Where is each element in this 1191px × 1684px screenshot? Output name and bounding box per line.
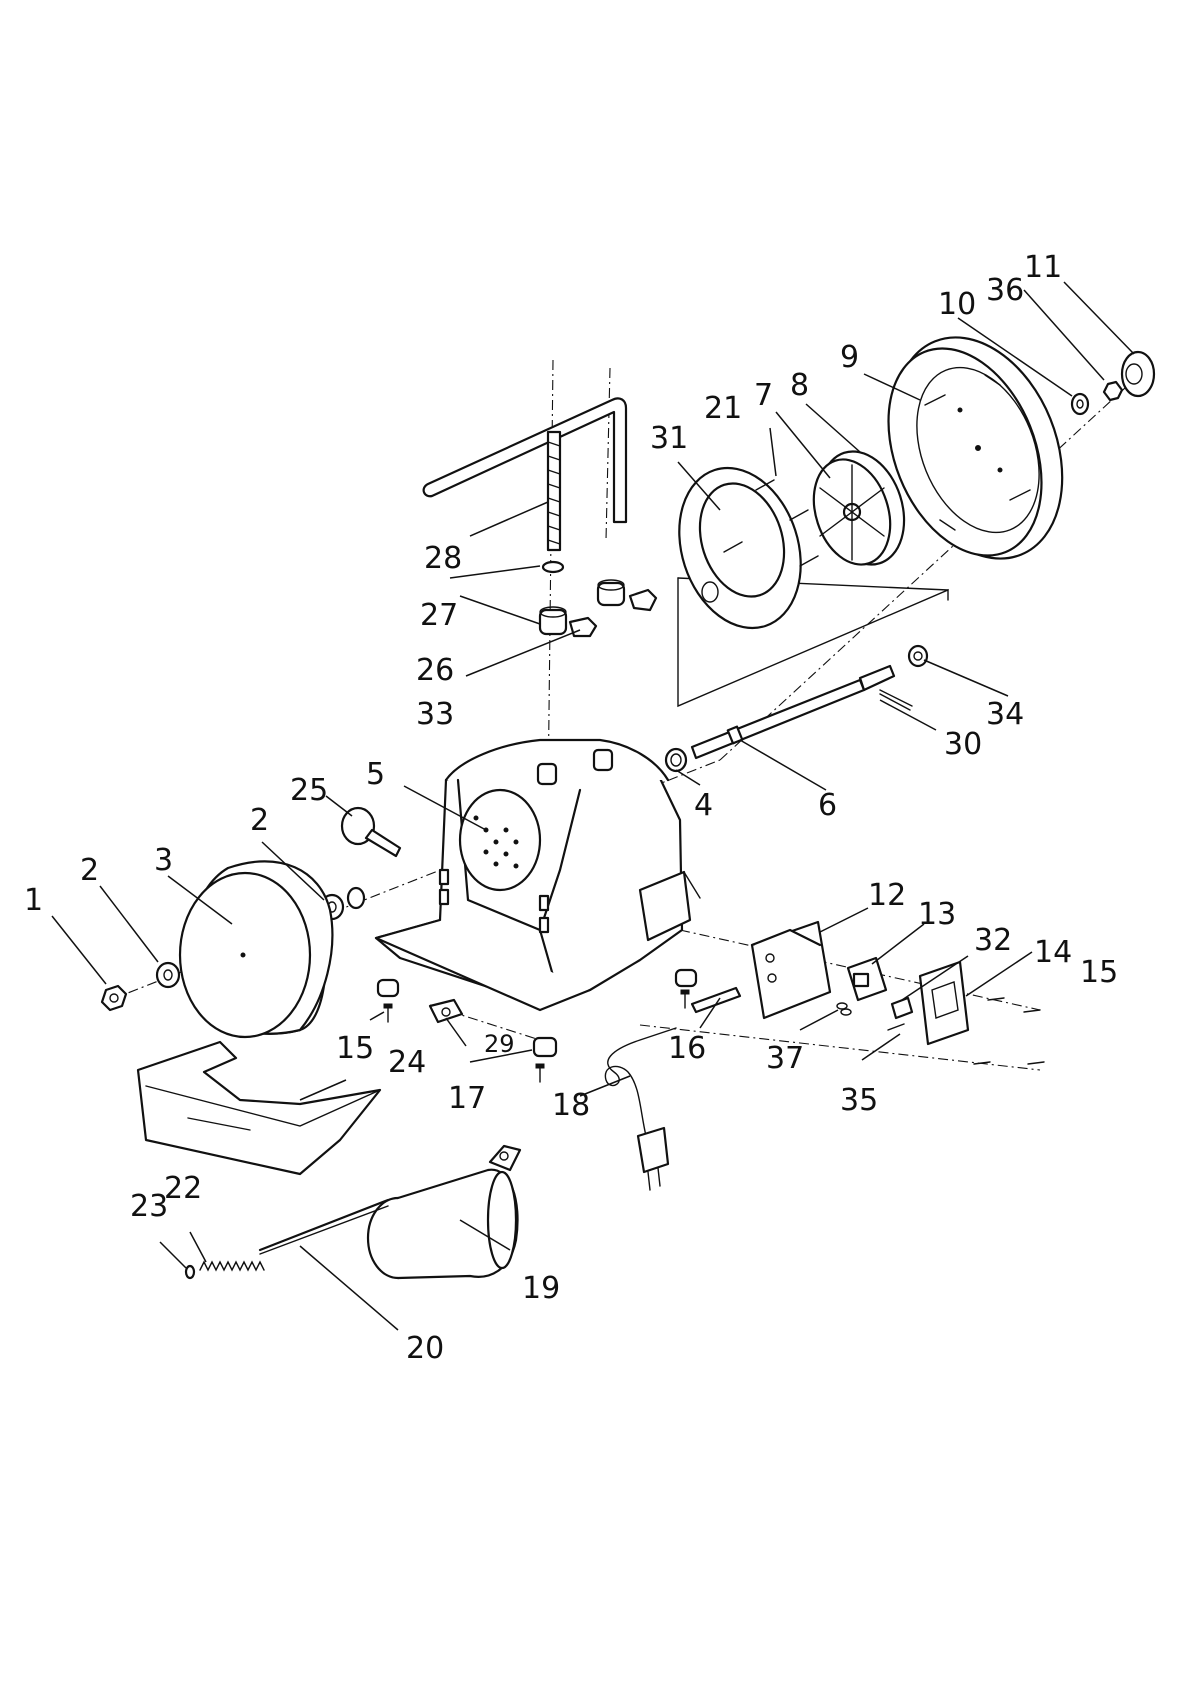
tool-rest-bar bbox=[424, 398, 626, 522]
callout-12: 12 bbox=[868, 878, 906, 913]
callout-30: 30 bbox=[944, 727, 982, 762]
callout-11: 11 bbox=[1024, 250, 1062, 285]
callout-15: 15 bbox=[336, 1031, 374, 1066]
callout-18: 18 bbox=[552, 1088, 590, 1123]
callout-5: 5 bbox=[366, 757, 385, 792]
part-6-main-shaft bbox=[692, 666, 894, 758]
callout-14: 14 bbox=[1034, 935, 1072, 970]
part-11-knob bbox=[1122, 352, 1154, 396]
part-34-washer bbox=[909, 646, 927, 666]
part-37-washer bbox=[837, 1003, 851, 1015]
callout-28: 28 bbox=[424, 541, 462, 576]
part-32-bracket bbox=[892, 998, 912, 1018]
callout-19: 19 bbox=[522, 1271, 560, 1306]
callout-26: 26 bbox=[416, 653, 454, 688]
part-19-motor bbox=[368, 1146, 520, 1278]
callout-35: 35 bbox=[840, 1083, 878, 1118]
part-30-key-pin bbox=[880, 690, 912, 710]
callout-3: 3 bbox=[154, 843, 173, 878]
part-22-spring bbox=[200, 1262, 264, 1270]
part-36-nut bbox=[1104, 382, 1122, 400]
callout-22: 22 bbox=[164, 1171, 202, 1206]
callout-13: 13 bbox=[918, 897, 956, 932]
callout-36: 36 bbox=[986, 273, 1024, 308]
callout-6: 6 bbox=[818, 788, 837, 823]
callout-23: 23 bbox=[130, 1189, 168, 1224]
part-28-threaded-rod bbox=[548, 432, 560, 550]
callout-25: 25 bbox=[290, 773, 328, 808]
callout-21: 21 bbox=[704, 391, 742, 426]
callout-37: 37 bbox=[766, 1041, 804, 1076]
callout-33: 33 bbox=[416, 697, 454, 732]
part-3-grinding-wheel bbox=[180, 861, 332, 1037]
callout-32: 32 bbox=[974, 923, 1012, 958]
part-14-cover-plate bbox=[920, 962, 968, 1044]
callout-10: 10 bbox=[938, 287, 976, 322]
callout-7: 7 bbox=[754, 378, 773, 413]
callout-34: 34 bbox=[986, 697, 1024, 732]
part-31-cover-flange bbox=[659, 452, 820, 644]
part-1-nut bbox=[102, 986, 126, 1010]
part-10-washer bbox=[1072, 394, 1088, 414]
part-12-switch-box bbox=[752, 922, 830, 1018]
part-2-washer-left bbox=[157, 963, 179, 987]
callout-8: 8 bbox=[790, 368, 809, 403]
callout-2: 2 bbox=[80, 853, 99, 888]
callout-29: 29 bbox=[484, 1030, 515, 1058]
callout-27: 27 bbox=[420, 598, 458, 633]
housing-body bbox=[376, 740, 682, 1010]
part-27-washer bbox=[543, 562, 563, 572]
callout-1: 1 bbox=[24, 883, 43, 918]
part-4-bushing bbox=[666, 749, 686, 771]
part-14-15-screws bbox=[974, 998, 1044, 1064]
callout-9: 9 bbox=[840, 340, 859, 375]
callout-4: 4 bbox=[694, 788, 713, 823]
part-16-cable-gland bbox=[692, 988, 740, 1012]
callout-20: 20 bbox=[406, 1331, 444, 1366]
part-13-switch bbox=[848, 958, 886, 1000]
callout-24: 24 bbox=[388, 1045, 426, 1080]
part-23-retainer bbox=[186, 1266, 194, 1278]
callout-31: 31 bbox=[650, 421, 688, 456]
part-35-screw bbox=[888, 1024, 904, 1030]
part-18-power-cord bbox=[605, 1028, 676, 1190]
callout-17: 17 bbox=[448, 1081, 486, 1116]
callout-2: 2 bbox=[250, 803, 269, 838]
callout-16: 16 bbox=[668, 1031, 706, 1066]
callout-15: 15 bbox=[1080, 955, 1118, 990]
